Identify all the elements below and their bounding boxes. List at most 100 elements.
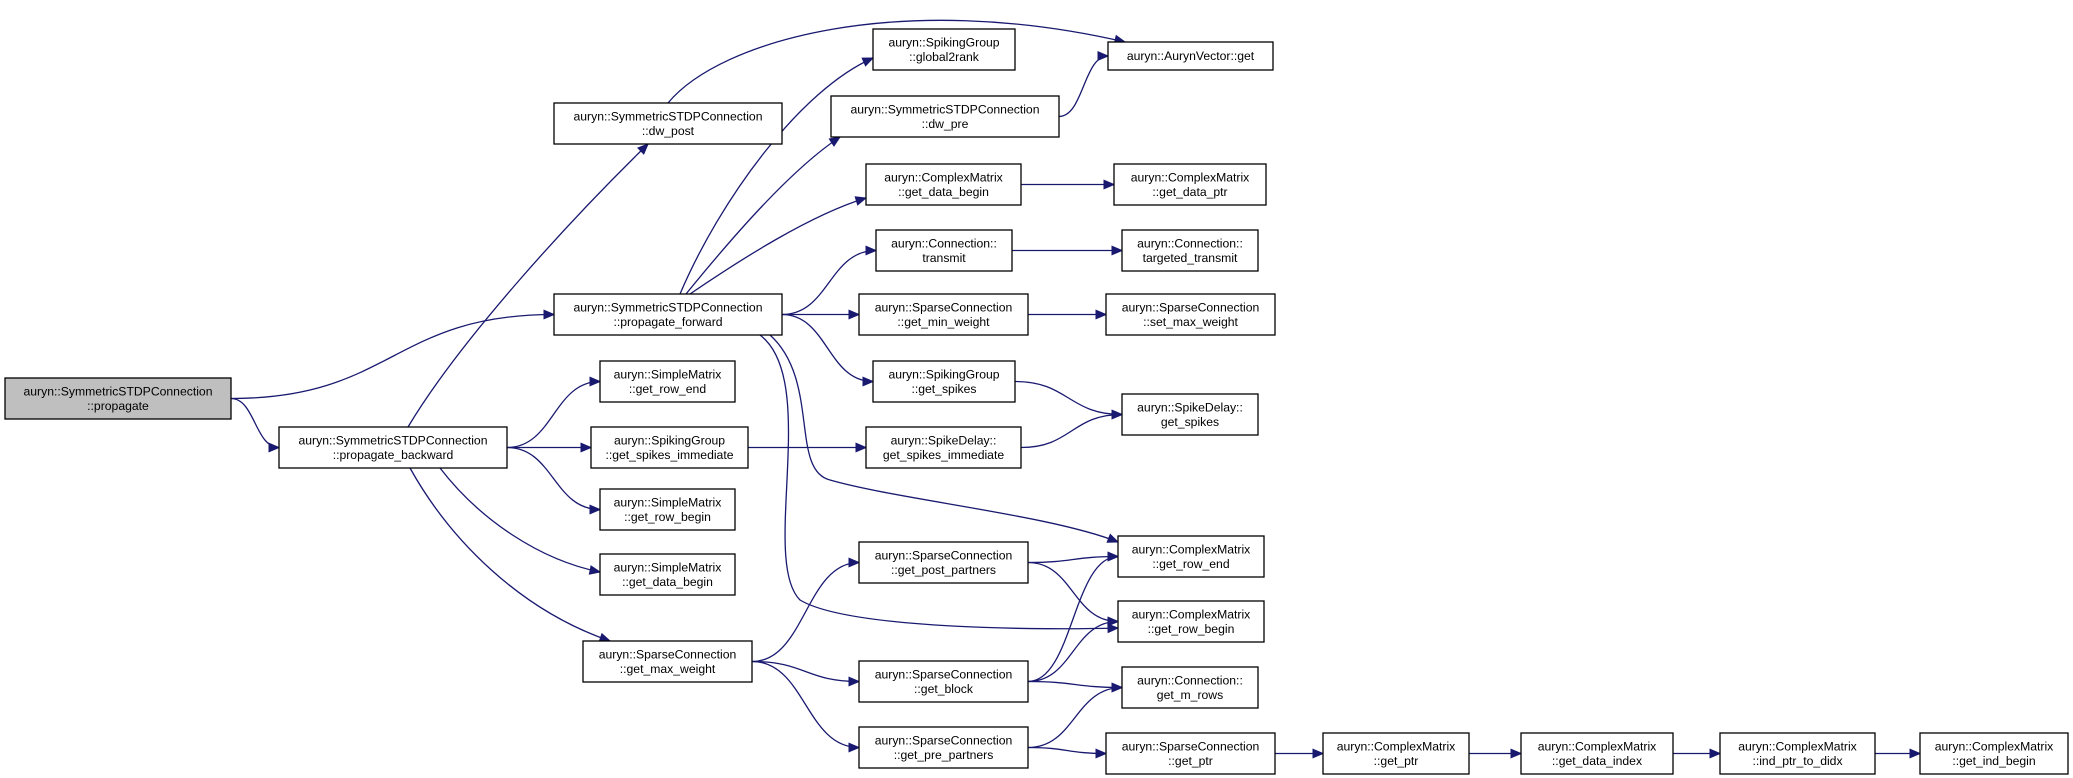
node-label: auryn::SymmetricSTDPConnection [299, 433, 488, 447]
arrow-head [1111, 245, 1124, 256]
edge-line [407, 143, 649, 428]
node-box [858, 541, 1029, 584]
edge-sc-get-ptr-to-cm-get-ptr [1274, 748, 1325, 759]
edge-line [685, 136, 841, 295]
node-sd-spikes-imm[interactable]: auryn::SpikeDelay::get_spikes_immediate [865, 426, 1022, 469]
arrow-head [1111, 409, 1124, 420]
node-box [1105, 732, 1276, 775]
node-sm-data-begin[interactable]: auryn::SimpleMatrix::get_data_begin [599, 553, 736, 596]
arrow-head [1111, 682, 1124, 693]
node-sg-get-spikes[interactable]: auryn::SpikingGroup::get_spikes [872, 360, 1016, 403]
node-label: auryn::ComplexMatrix [1738, 739, 1857, 753]
arrow-head [1909, 748, 1922, 759]
node-sc-min-weight[interactable]: auryn::SparseConnection::get_min_weight [858, 293, 1029, 336]
edge-sc-pre-partners-to-conn-m-rows [1027, 682, 1124, 749]
node-cm-ind-ptr[interactable]: auryn::ComplexMatrix::ind_ptr_to_didx [1719, 732, 1876, 775]
arrow-head [589, 504, 602, 515]
edge-line [1027, 555, 1119, 564]
node-dw-pre[interactable]: auryn::SymmetricSTDPConnection::dw_pre [830, 95, 1060, 138]
node-label: ::propagate_forward [613, 315, 722, 329]
node-label: auryn::ComplexMatrix [1132, 542, 1251, 556]
node-label: auryn::SimpleMatrix [614, 495, 722, 509]
node-label: auryn::ComplexMatrix [1132, 607, 1251, 621]
edge-line [667, 19, 1126, 104]
edge-line [751, 660, 860, 749]
arrow-head [1095, 748, 1108, 759]
node-label: auryn::ComplexMatrix [1337, 739, 1456, 753]
node-cm-data-index[interactable]: auryn::ComplexMatrix::get_data_index [1520, 732, 1674, 775]
node-cm-data-begin[interactable]: auryn::ComplexMatrix::get_data_begin [865, 163, 1022, 206]
node-box [1121, 393, 1259, 436]
arrow-head [1095, 309, 1108, 320]
edge-prop-bwd-to-sc-max-weight [409, 467, 612, 643]
edge-line [1027, 555, 1119, 683]
node-box [553, 102, 783, 145]
node-label: auryn::ComplexMatrix [1131, 170, 1250, 184]
node-conn-targeted[interactable]: auryn::Connection::targeted_transmit [1121, 229, 1259, 272]
node-box [1113, 163, 1267, 206]
edge-line [506, 380, 601, 449]
node-label: ::get_data_begin [898, 185, 989, 199]
node-label: auryn::SpikingGroup [888, 35, 999, 49]
node-label: get_spikes_immediate [883, 448, 1004, 462]
node-label: get_spikes [1161, 415, 1219, 429]
node-av-get[interactable]: auryn::AurynVector::get [1107, 41, 1274, 71]
node-label: ::get_min_weight [897, 315, 990, 329]
edge-line [1027, 686, 1123, 749]
edge-dw-pre-to-av-get [1058, 51, 1110, 118]
node-label: ::dw_pre [922, 117, 969, 131]
node-label: auryn::Connection:: [1137, 236, 1243, 250]
node-sg-global2rank[interactable]: auryn::SpikingGroup::global2rank [872, 28, 1016, 71]
node-cm-row-end[interactable]: auryn::ComplexMatrix::get_row_end [1117, 535, 1265, 578]
node-label: ::dw_post [642, 124, 695, 138]
node-sc-max-weight[interactable]: auryn::SparseConnection::get_max_weight [582, 640, 753, 683]
node-sc-pre-partners[interactable]: auryn::SparseConnection::get_pre_partner… [858, 726, 1029, 769]
arrow-head [637, 143, 649, 155]
node-label: transmit [922, 251, 966, 265]
node-label: auryn::SimpleMatrix [614, 560, 722, 574]
edge-sg-spikes-imm-to-sd-spikes-imm [748, 442, 868, 453]
node-sd-get-spikes[interactable]: auryn::SpikeDelay::get_spikes [1121, 393, 1259, 436]
arrow-head [1510, 748, 1523, 759]
arrow-head [861, 57, 875, 67]
arrow-head [848, 557, 861, 568]
node-sc-get-ptr[interactable]: auryn::SparseConnection::get_ptr [1105, 732, 1276, 775]
node-label: ::get_row_begin [624, 510, 711, 524]
node-prop-bwd[interactable]: auryn::SymmetricSTDPConnection::propagat… [278, 426, 508, 469]
edge-conn-transmit-to-conn-targeted [1011, 245, 1124, 256]
node-label: auryn::SparseConnection [1122, 739, 1260, 753]
node-dw-post[interactable]: auryn::SymmetricSTDPConnection::dw_post [553, 102, 783, 145]
node-box [830, 95, 1060, 138]
node-sc-get-block[interactable]: auryn::SparseConnection::get_block [858, 660, 1029, 703]
node-label: auryn::SparseConnection [875, 733, 1013, 747]
node-sm-row-begin[interactable]: auryn::SimpleMatrix::get_row_begin [599, 488, 736, 531]
node-label: get_m_rows [1157, 688, 1223, 702]
node-label: auryn::ComplexMatrix [1538, 739, 1657, 753]
node-cm-row-begin[interactable]: auryn::ComplexMatrix::get_row_begin [1117, 600, 1265, 643]
node-conn-m-rows[interactable]: auryn::Connection::get_m_rows [1121, 666, 1259, 709]
node-sc-post-partners[interactable]: auryn::SparseConnection::get_post_partne… [858, 541, 1029, 584]
node-cm-ind-begin[interactable]: auryn::ComplexMatrix::get_ind_begin [1919, 732, 2069, 775]
node-box [582, 640, 753, 683]
node-cm-get-ptr[interactable]: auryn::ComplexMatrix::get_ptr [1322, 732, 1470, 775]
edge-line [230, 397, 280, 449]
edge-prop-bwd-to-sm-row-end [506, 376, 602, 449]
node-sg-spikes-imm[interactable]: auryn::SpikingGroup::get_spikes_immediat… [590, 426, 749, 469]
node-label: auryn::Connection:: [891, 236, 997, 250]
node-conn-transmit[interactable]: auryn::Connection::transmit [875, 229, 1013, 272]
node-root[interactable]: auryn::SymmetricSTDPConnection::propagat… [4, 377, 232, 420]
arrow-head [848, 309, 861, 320]
node-box [1919, 732, 2069, 775]
node-label: ::get_row_begin [1148, 622, 1235, 636]
node-prop-fwd[interactable]: auryn::SymmetricSTDPConnection::propagat… [553, 293, 783, 336]
node-sc-set-max[interactable]: auryn::SparseConnection::set_max_weight [1105, 293, 1276, 336]
arrow-head [580, 442, 593, 453]
edge-line [1014, 380, 1123, 416]
node-label: ::ind_ptr_to_didx [1752, 754, 1842, 768]
node-sm-row-end[interactable]: auryn::SimpleMatrix::get_row_end [599, 360, 736, 403]
node-label: auryn::SpikingGroup [614, 433, 725, 447]
node-label: auryn::SymmetricSTDPConnection [574, 109, 763, 123]
edge-sc-max-weight-to-sc-post-partners [751, 557, 861, 663]
node-cm-data-ptr[interactable]: auryn::ComplexMatrix::get_data_ptr [1113, 163, 1267, 206]
